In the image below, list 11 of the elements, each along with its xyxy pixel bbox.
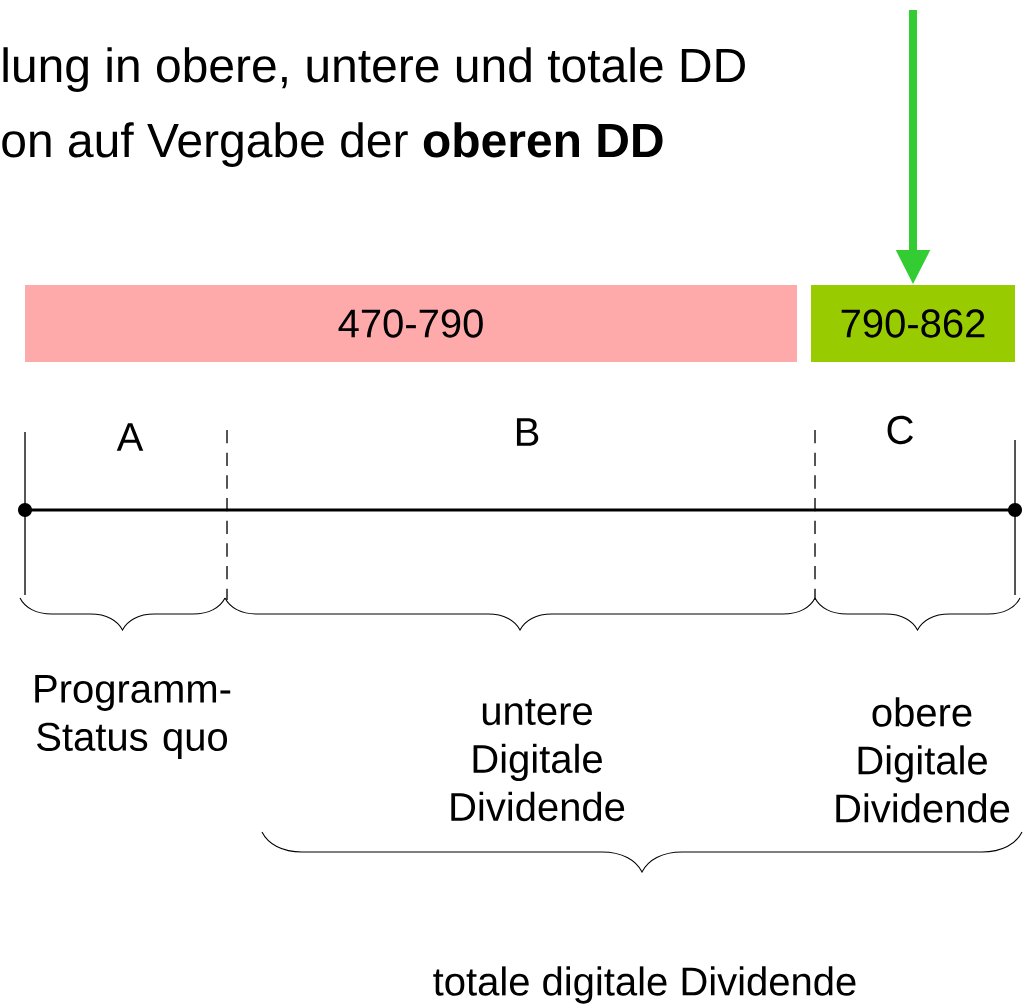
- section-letter: A: [116, 423, 144, 451]
- brace-label: untere Digitale Dividende: [451, 698, 625, 822]
- brace-label: Programm- Status quo: [35, 675, 231, 759]
- brace-label: obere Digitale Dividende: [836, 697, 1010, 823]
- section-letter: C: [887, 415, 913, 445]
- range-bar: 470-790: [25, 285, 797, 362]
- brace-label: totale digitale Dividende: [433, 966, 856, 1004]
- intro-text: on auf Vergabe der oberen DD: [2, 122, 663, 167]
- range-bar: 790-862: [811, 285, 1015, 362]
- section-letter: B: [516, 418, 539, 446]
- intro-text: lung in obere, untere und totale DD: [3, 47, 745, 92]
